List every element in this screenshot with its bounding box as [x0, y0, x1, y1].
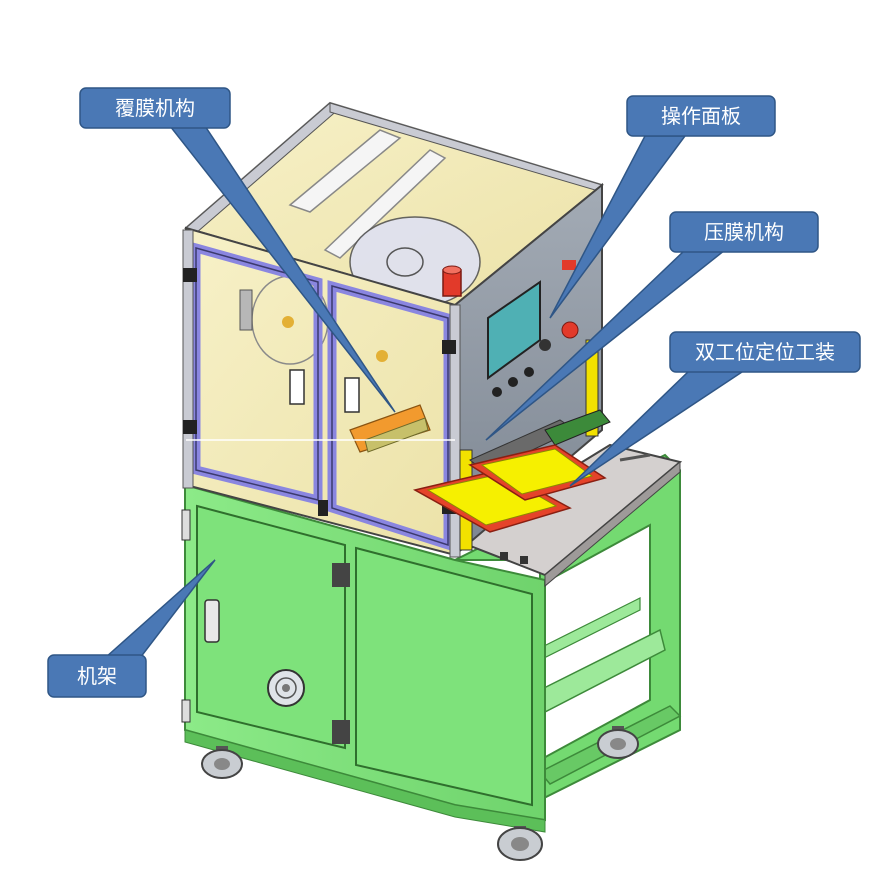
callout-label-control-panel: 操作面板: [661, 104, 741, 128]
callout-control-panel: 操作面板: [549, 95, 776, 319]
door-handle: [204, 599, 220, 643]
callout-label-frame: 机架: [77, 664, 117, 688]
callout-film-cover: 覆膜机构: [79, 87, 396, 413]
callout-label-film-press: 压膜机构: [704, 220, 784, 244]
work-table-top: [452, 443, 683, 588]
callout-fixture: 双工位定位工装: [569, 331, 861, 487]
callout-frame: 机架: [47, 559, 216, 698]
emergency-stop-button: [561, 321, 579, 339]
caster-wheels: [201, 726, 639, 861]
callout-label-film-cover: 覆膜机构: [115, 96, 195, 120]
dual-station-fixture: [412, 339, 611, 551]
control-panel-screen: [487, 280, 541, 380]
callout-label-fixture: 双工位定位工装: [695, 340, 835, 364]
callout-film-press: 压膜机构: [485, 211, 819, 441]
machine-frame: [181, 453, 682, 833]
